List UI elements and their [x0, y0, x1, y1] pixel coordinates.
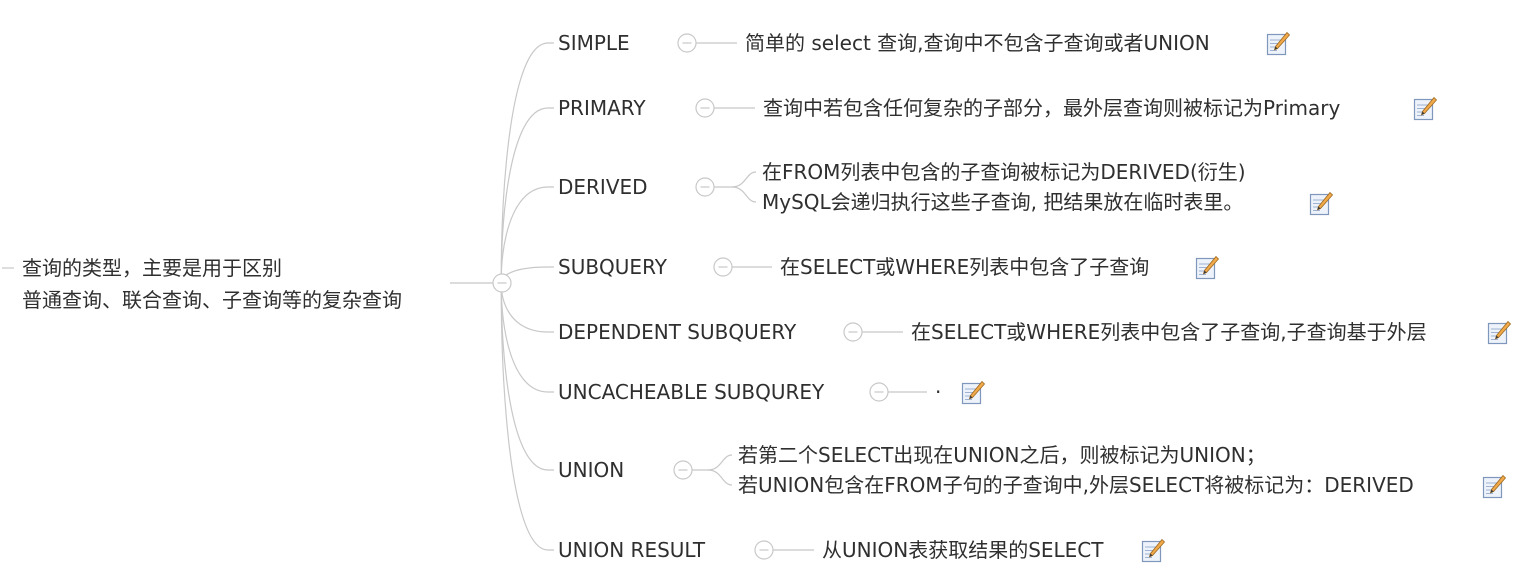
node-label[interactable]: PRIMARY [558, 96, 646, 120]
node-description-line: MySQL会递归执行这些子查询, 把结果放在临时表里。 [762, 190, 1244, 214]
node-label[interactable]: UNION RESULT [558, 538, 706, 562]
node-description[interactable]: 简单的 select 查询,查询中不包含子查询或者UNION [745, 28, 1210, 58]
node-description-line: 若第二个SELECT出现在UNION之后，则被标记为UNION； [738, 443, 1266, 467]
node-label[interactable]: DEPENDENT SUBQUERY [558, 320, 797, 344]
node-description[interactable]: 在FROM列表中包含的子查询被标记为DERIVED(衍生) MySQL会递归执行这… [762, 157, 1246, 217]
node-description-line: 若UNION包含在FROM子句的子查询中,外层SELECT将被标记为：DERIV… [738, 473, 1414, 497]
note-pencil-icon[interactable] [961, 380, 986, 406]
note-pencil-icon[interactable] [1266, 31, 1291, 57]
node-description[interactable]: 在SELECT或WHERE列表中包含了子查询 [780, 252, 1149, 282]
note-pencil-icon[interactable] [1413, 96, 1438, 122]
node-description-line: 查询中若包含任何复杂的子部分，最外层查询则被标记为Primary [763, 96, 1341, 120]
branch-connector [500, 42, 554, 284]
branch-connector [500, 282, 554, 333]
node-description-line: 从UNION表获取结果的SELECT [822, 538, 1104, 562]
node-label[interactable]: UNCACHEABLE SUBQUREY [558, 380, 825, 404]
note-pencil-icon[interactable] [1482, 474, 1507, 500]
node-label[interactable]: SIMPLE [558, 31, 630, 55]
desc-connector [731, 186, 757, 203]
node-description[interactable]: 在SELECT或WHERE列表中包含了子查询,子查询基于外层 [911, 317, 1427, 347]
branch-connector [500, 282, 554, 393]
desc-connector [707, 469, 733, 486]
root-node-line-1: 查询的类型，主要是用于区别 [22, 256, 282, 280]
node-description[interactable]: 从UNION表获取结果的SELECT [822, 535, 1104, 565]
node-description-line: · [935, 380, 942, 404]
branch-connector [500, 282, 554, 551]
node-label[interactable]: UNION [558, 458, 625, 482]
node-label[interactable]: SUBQUERY [558, 255, 667, 279]
root-node-line-2: 普通查询、联合查询、子查询等的复杂查询 [22, 288, 402, 312]
node-description[interactable]: 若第二个SELECT出现在UNION之后，则被标记为UNION； 若UNION包含… [738, 440, 1414, 500]
desc-connector [692, 454, 733, 471]
note-pencil-icon[interactable] [1309, 191, 1334, 217]
node-description-line: 简单的 select 查询,查询中不包含子查询或者UNION [745, 31, 1210, 55]
node-description-line: 在FROM列表中包含的子查询被标记为DERIVED(衍生) [762, 160, 1246, 184]
note-pencil-icon[interactable] [1487, 320, 1512, 346]
note-pencil-icon[interactable] [1195, 255, 1220, 281]
desc-connector [714, 171, 757, 188]
root-node[interactable]: 查询的类型，主要是用于区别 普通查询、联合查询、子查询等的复杂查询 [22, 252, 402, 316]
note-pencil-icon[interactable] [1141, 538, 1166, 564]
node-description-line: 在SELECT或WHERE列表中包含了子查询 [780, 255, 1150, 279]
node-label[interactable]: DERIVED [558, 175, 648, 199]
node-description[interactable]: · [935, 377, 941, 407]
node-description-line: 在SELECT或WHERE列表中包含了子查询,子查询基于外层 [911, 320, 1427, 344]
node-description[interactable]: 查询中若包含任何复杂的子部分，最外层查询则被标记为Primary [763, 93, 1340, 123]
